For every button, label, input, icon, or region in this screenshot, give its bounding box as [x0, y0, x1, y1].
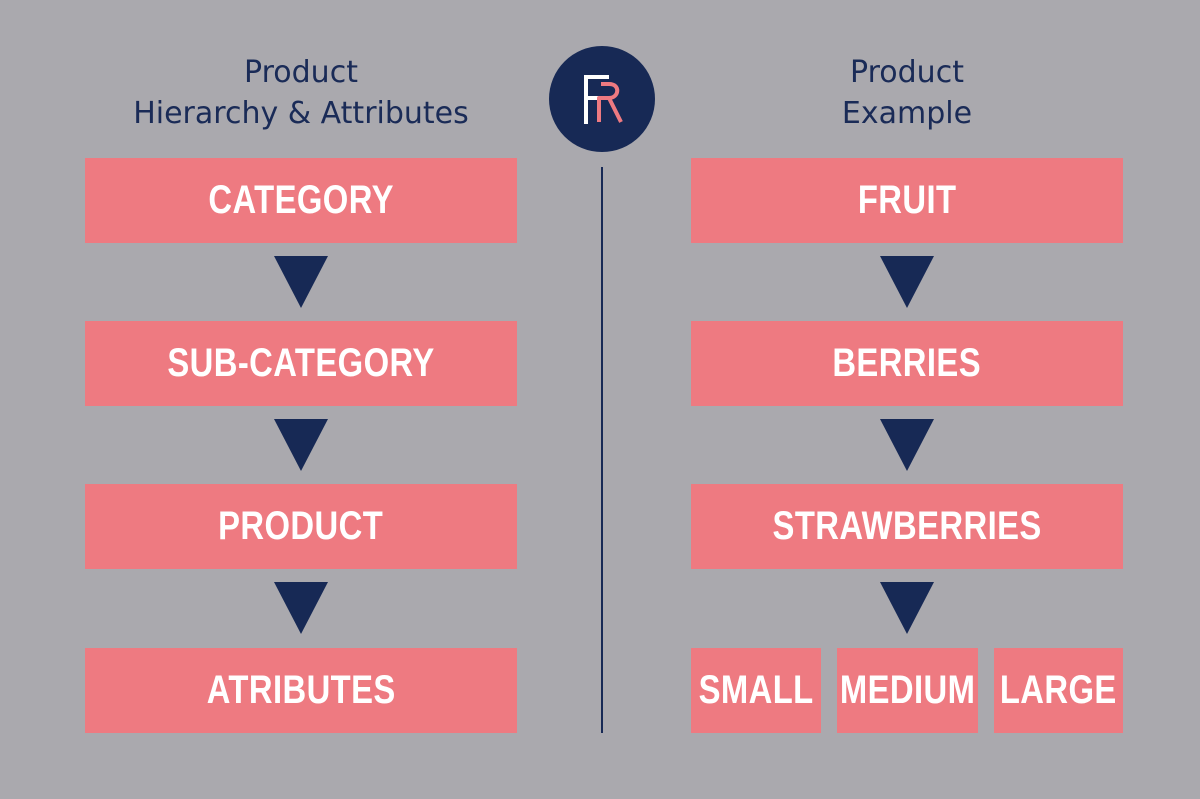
example-heading-line-1: Product — [850, 55, 964, 90]
down-arrow-icon — [274, 582, 328, 634]
attribute-label-medium: MEDIUM — [839, 668, 976, 712]
example-label-fruit: FRUIT — [857, 178, 957, 222]
hierarchy-box-category: CATEGORY — [85, 158, 517, 243]
down-arrow-icon — [274, 256, 328, 308]
example-label-strawberries: STRAWBERRIES — [772, 504, 1042, 548]
example-heading: Product Example — [647, 52, 1167, 134]
fr-logo-mark — [584, 75, 623, 124]
down-arrow-icon — [880, 582, 934, 634]
attribute-box-large: LARGE — [994, 648, 1123, 733]
attribute-box-small: SMALL — [691, 648, 821, 733]
hierarchy-box-sub-category: SUB-CATEGORY — [85, 321, 517, 406]
attribute-label-small: SMALL — [698, 668, 814, 712]
down-arrow-icon — [880, 419, 934, 471]
example-heading-line-2: Example — [841, 96, 973, 131]
example-box-berries: BERRIES — [691, 321, 1123, 406]
hierarchy-label-sub-category: SUB-CATEGORY — [167, 341, 435, 385]
hierarchy-box-attributes: ATRIBUTES — [85, 648, 517, 733]
down-arrow-icon — [880, 256, 934, 308]
center-divider — [601, 167, 603, 733]
hierarchy-label-attributes: ATRIBUTES — [206, 668, 396, 712]
hierarchy-heading-line-2: Hierarchy & Attributes — [133, 96, 469, 131]
down-arrow-icon — [274, 419, 328, 471]
example-box-strawberries: STRAWBERRIES — [691, 484, 1123, 569]
example-label-berries: BERRIES — [832, 341, 982, 385]
hierarchy-heading: Product Hierarchy & Attributes — [41, 52, 561, 134]
example-box-fruit: FRUIT — [691, 158, 1123, 243]
fr-logo — [549, 46, 655, 152]
hierarchy-box-product: PRODUCT — [85, 484, 517, 569]
attribute-label-large: LARGE — [1000, 668, 1117, 712]
hierarchy-label-category: CATEGORY — [208, 178, 394, 222]
attribute-box-medium: MEDIUM — [837, 648, 978, 733]
hierarchy-label-product: PRODUCT — [218, 504, 384, 548]
hierarchy-heading-line-1: Product — [244, 55, 358, 90]
